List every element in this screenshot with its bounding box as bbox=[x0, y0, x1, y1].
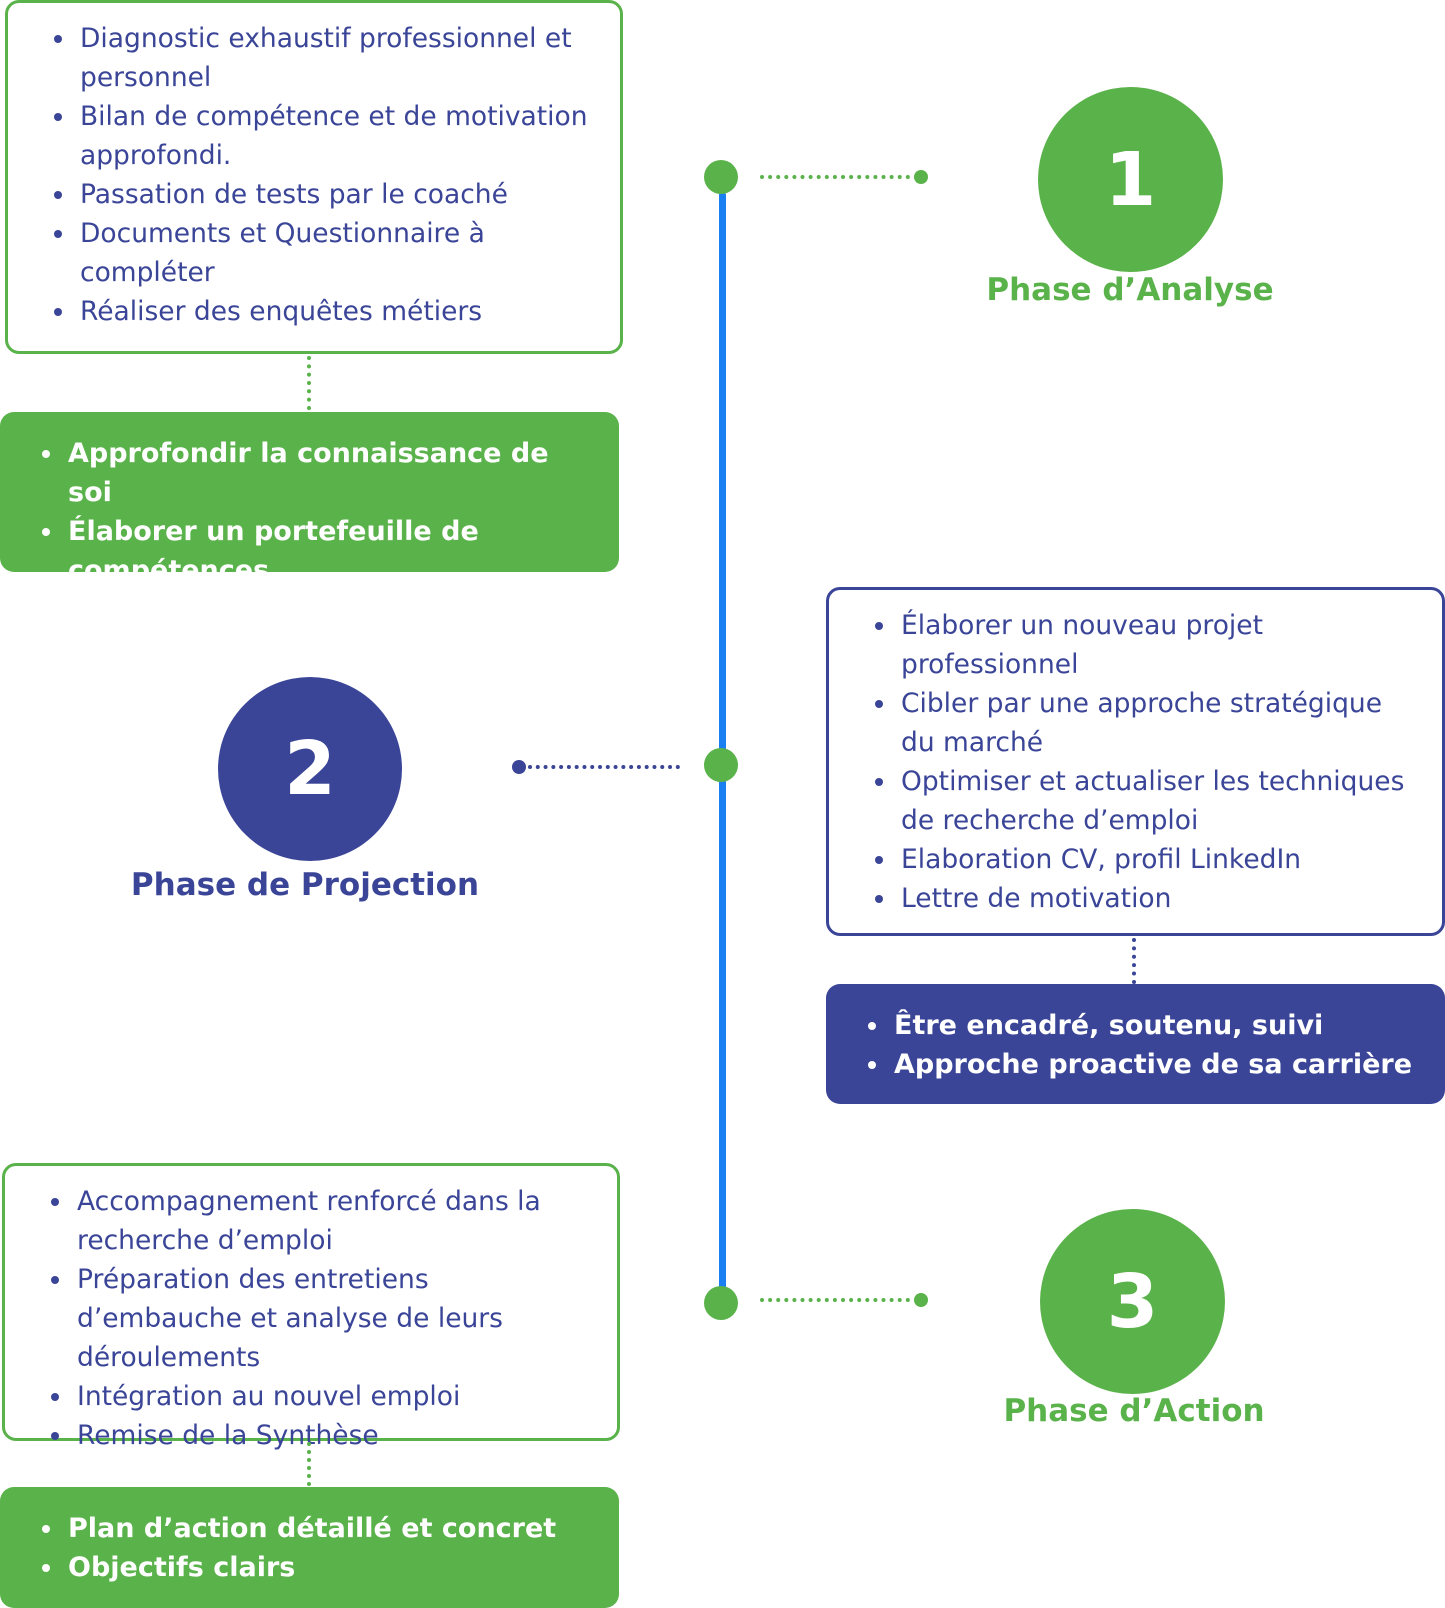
phase-1-details-box: Diagnostic exhaustif professionnel et pe… bbox=[5, 0, 623, 354]
list-item: Plan d’action détaillé et concret bbox=[42, 1509, 599, 1548]
list-item: Elaboration CV, profil LinkedIn bbox=[875, 840, 1422, 879]
timeline-node-phase-3 bbox=[704, 1286, 738, 1320]
list-item: Remise de la Synthèse bbox=[51, 1416, 597, 1455]
list-item: Documents et Questionnaire à compléter bbox=[54, 214, 600, 292]
phase-3-box-connector bbox=[307, 1442, 311, 1486]
phase-1-goals-box: Approfondir la connaissance de soi Élabo… bbox=[0, 412, 619, 586]
phase-2-title: Phase de Projection bbox=[130, 867, 480, 903]
phase-2-box-connector bbox=[1132, 938, 1136, 984]
phase-3-connector-end bbox=[914, 1293, 928, 1307]
list-item: Réaliser des enquêtes métiers bbox=[54, 292, 600, 331]
list-item: Approche proactive de sa carrière bbox=[868, 1045, 1425, 1084]
list-item: Bilan de compétence et de motivation app… bbox=[54, 97, 600, 175]
list-item: Cibler par une approche stratégique du m… bbox=[875, 684, 1422, 762]
phase-3-number-circle: 3 bbox=[1040, 1209, 1225, 1394]
phase-2-details-list: Élaborer un nouveau projet professionnel… bbox=[875, 606, 1422, 918]
phase-2-details-box: Élaborer un nouveau projet professionnel… bbox=[826, 587, 1445, 936]
phase-2-number: 2 bbox=[284, 726, 336, 812]
phase-2-number-circle: 2 bbox=[218, 677, 402, 861]
list-item: Optimiser et actualiser les techniques d… bbox=[875, 762, 1422, 840]
phase-2-goals-list: Être encadré, soutenu, suivi Approche pr… bbox=[868, 1006, 1425, 1084]
list-item: Accompagnement renforcé dans la recherch… bbox=[51, 1182, 597, 1260]
list-item: Intégration au nouvel emploi bbox=[51, 1377, 597, 1416]
timeline-node-phase-1 bbox=[704, 160, 738, 194]
phase-3-goals-list: Plan d’action détaillé et concret Object… bbox=[42, 1509, 599, 1587]
timeline-line bbox=[719, 192, 726, 1290]
phase-2-goals-box: Être encadré, soutenu, suivi Approche pr… bbox=[826, 984, 1445, 1104]
phase-2-connector-end bbox=[512, 760, 526, 774]
phase-3-goals-box: Plan d’action détaillé et concret Object… bbox=[0, 1487, 619, 1608]
list-item: Passation de tests par le coaché bbox=[54, 175, 600, 214]
phase-1-connector bbox=[760, 175, 910, 179]
list-item: Être encadré, soutenu, suivi bbox=[868, 1006, 1425, 1045]
phase-1-box-connector bbox=[307, 356, 311, 410]
list-item: Préparation des entretiens d’embauche et… bbox=[51, 1260, 597, 1377]
timeline-node-phase-2 bbox=[704, 748, 738, 782]
list-item: Diagnostic exhaustif professionnel et pe… bbox=[54, 19, 600, 97]
phase-1-goals-list: Approfondir la connaissance de soi Élabo… bbox=[42, 434, 599, 590]
list-item: Lettre de motivation bbox=[875, 879, 1422, 918]
list-item: Élaborer un nouveau projet professionnel bbox=[875, 606, 1422, 684]
phase-3-number: 3 bbox=[1106, 1258, 1159, 1345]
phase-3-title: Phase d’Action bbox=[1003, 1393, 1265, 1429]
phase-1-connector-end bbox=[914, 170, 928, 184]
phase-1-number-circle: 1 bbox=[1038, 87, 1223, 272]
phase-3-connector bbox=[760, 1298, 910, 1302]
list-item: Objectifs clairs bbox=[42, 1548, 599, 1587]
phase-2-connector bbox=[528, 765, 680, 769]
list-item: Approfondir la connaissance de soi bbox=[42, 434, 599, 512]
phase-1-title: Phase d’Analyse bbox=[986, 272, 1274, 308]
phase-3-details-box: Accompagnement renforcé dans la recherch… bbox=[2, 1163, 620, 1451]
list-item: Élaborer un portefeuille de compétences bbox=[42, 512, 599, 590]
phase-3-details-list: Accompagnement renforcé dans la recherch… bbox=[51, 1182, 597, 1455]
phase-1-details-list: Diagnostic exhaustif professionnel et pe… bbox=[54, 19, 600, 331]
phase-1-number: 1 bbox=[1104, 136, 1157, 223]
